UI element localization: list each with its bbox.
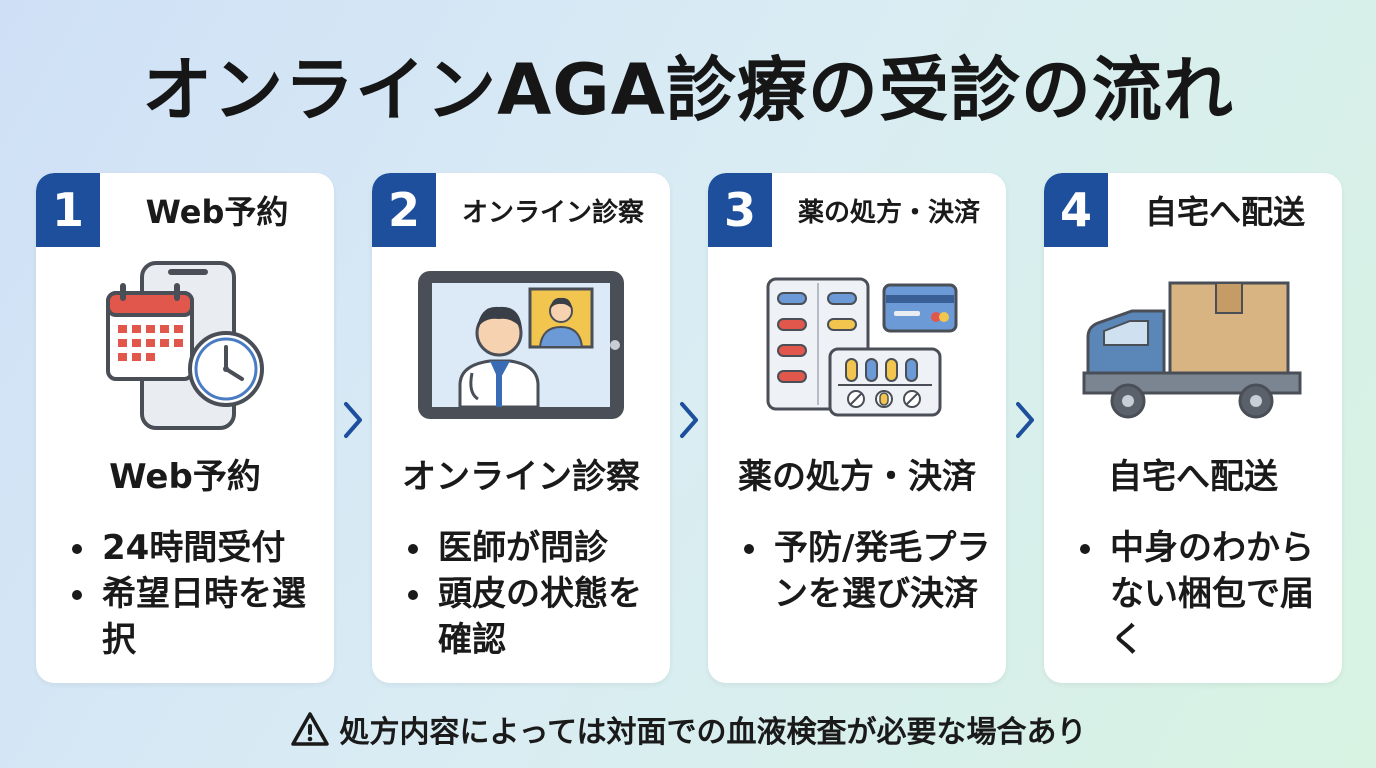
delivery-illustration [1082, 281, 1302, 419]
bullet-item: 医師が問診 [402, 525, 664, 571]
step-number: 3 [708, 173, 772, 247]
footnote: 処方内容によっては対面での血液検査が必要な場合あり [0, 704, 1376, 754]
step-header: 薬の処方・決済 [797, 197, 980, 228]
chevron-right-icon [680, 402, 698, 438]
step-number: 2 [372, 173, 436, 247]
step-bullets: 予防/発毛プランを選び決済 [738, 525, 1000, 617]
step-card-4: 4 自宅へ配送 自宅へ配送 中身のわからない梱包で届く [1044, 173, 1342, 683]
step-bullets: 中身のわからない梱包で届く [1074, 525, 1336, 663]
calendar-icon [106, 283, 194, 381]
step-header: 自宅へ配送 [1144, 193, 1305, 231]
bullet-item: 予防/発毛プランを選び決済 [738, 525, 1000, 617]
page-title: オンラインAGA診療の受診の流れ [142, 49, 1234, 131]
step-header: Web予約 [145, 193, 289, 231]
pill-blister-icon [828, 347, 942, 417]
prescription-illustration [766, 277, 958, 417]
step-card-3: 3 薬の処方・決済 [708, 173, 1006, 683]
bullet-item: 希望日時を選択 [66, 571, 328, 663]
bullet-item: 24時間受付 [66, 525, 328, 571]
footnote-text: 処方内容によっては対面での血液検査が必要な場合あり [339, 715, 1087, 750]
step-bullets: 24時間受付 希望日時を選択 [66, 525, 328, 663]
step-bullets: 医師が問診 頭皮の状態を確認 [402, 525, 664, 663]
doctor-icon [458, 306, 540, 409]
step-title: 薬の処方・決済 [738, 457, 976, 497]
chevron-right-icon [344, 402, 362, 438]
truck-icon [1082, 309, 1302, 419]
warning-icon [290, 712, 329, 746]
chevron-right-icon [1016, 402, 1034, 438]
step-header: オンライン診察 [461, 197, 644, 228]
step-number: 4 [1044, 173, 1108, 247]
step-title: Web予約 [109, 457, 261, 497]
telemedicine-illustration [418, 271, 624, 419]
bullet-item: 頭皮の状態を確認 [402, 571, 664, 663]
step-number: 1 [36, 173, 100, 247]
bullet-item: 中身のわからない梱包で届く [1074, 525, 1336, 663]
credit-card-icon [882, 283, 958, 333]
clock-icon [188, 331, 264, 407]
step-title: 自宅へ配送 [1108, 457, 1278, 497]
patient-icon [528, 287, 594, 349]
step-card-1: 1 Web予約 Web予約 24時間受付 希望日時を選択 [36, 173, 334, 683]
box-icon [1168, 281, 1290, 375]
step-card-2: 2 オンライン診察 オンライン診察 医師が問診 頭皮の状態を確認 [372, 173, 670, 683]
step-title: オンライン診察 [402, 457, 640, 497]
calendar-clock-illustration [106, 261, 264, 430]
